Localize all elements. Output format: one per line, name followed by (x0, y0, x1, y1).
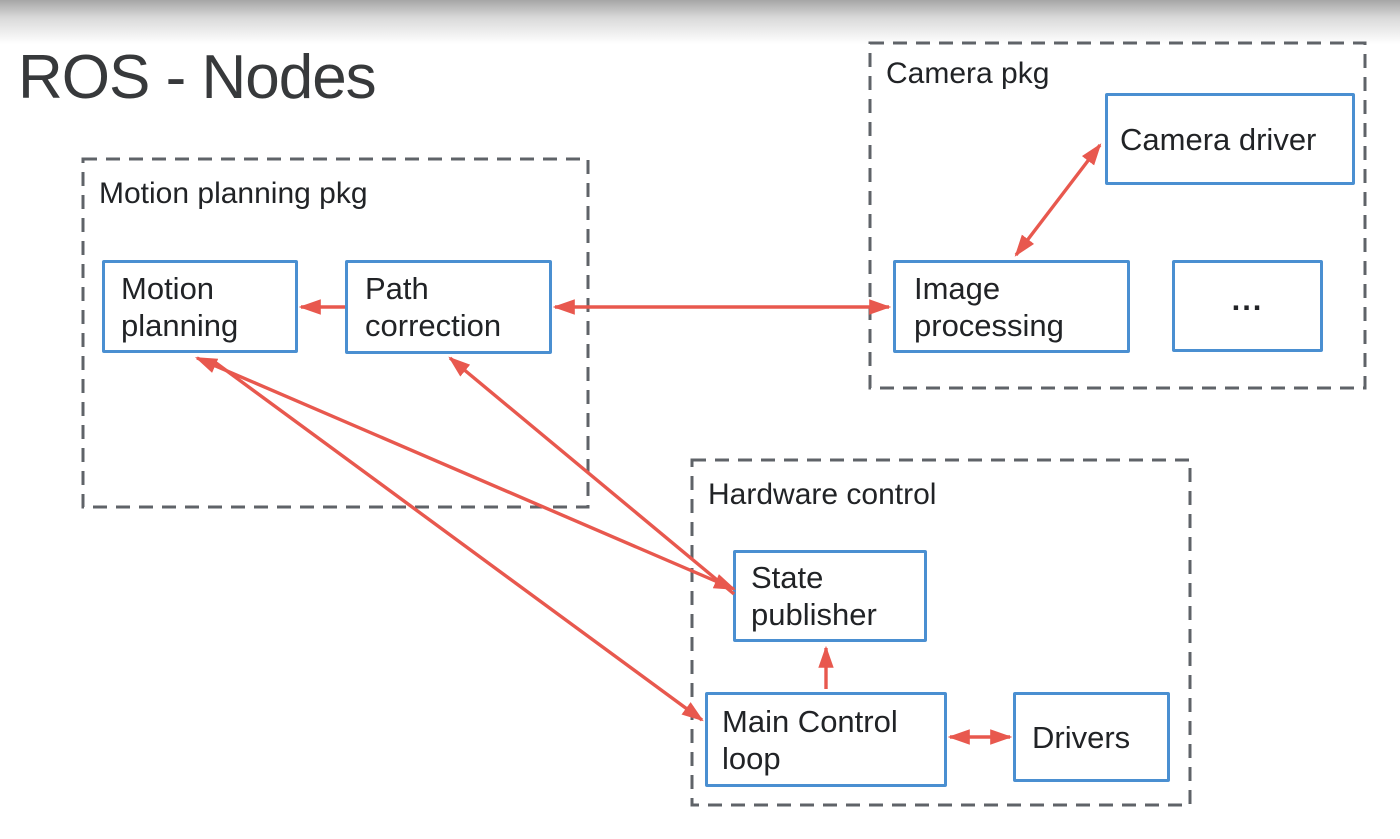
node-path-correction: Path correction (345, 260, 552, 354)
slide-title: ROS - Nodes (18, 43, 377, 112)
group-label-motion-planning-pkg: Motion planning pkg (99, 177, 368, 210)
node-label: publisher (751, 597, 877, 632)
node-label: Path (365, 271, 429, 306)
node-state-publisher: State publisher (733, 550, 927, 642)
node-label: Main Control (722, 703, 898, 739)
node-main-control-loop: Main Control loop (705, 692, 947, 787)
node-drivers: Drivers (1013, 692, 1170, 782)
group-label-hardware-control: Hardware control (708, 478, 937, 511)
top-gradient-band (0, 0, 1400, 44)
node-label: ... (1231, 281, 1264, 317)
node-label: Camera driver (1120, 121, 1317, 157)
arrow-state-publisher-motion-planning (194, 356, 737, 591)
node-label: processing (914, 307, 1064, 343)
node-ellipsis: ... (1172, 260, 1323, 352)
node-label: Motion (121, 270, 215, 306)
node-camera-driver: Camera driver (1105, 93, 1355, 185)
arrow-motion-planning-to-main-control-loop (210, 358, 704, 722)
group-label-camera-pkg: Camera pkg (886, 57, 1050, 90)
node-image-processing: Image processing (893, 260, 1130, 353)
arrow-state-publisher-to-path-correction (448, 356, 736, 596)
node-label: Drivers (1032, 719, 1131, 755)
arrow-image-processing-camera-driver (1014, 143, 1102, 257)
node-label: loop (722, 740, 781, 776)
node-label: Image (914, 270, 1001, 306)
node-label: correction (365, 308, 502, 343)
node-motion-planning: Motion planning (102, 260, 298, 353)
node-label: planning (121, 307, 239, 343)
node-label: State (751, 560, 824, 595)
